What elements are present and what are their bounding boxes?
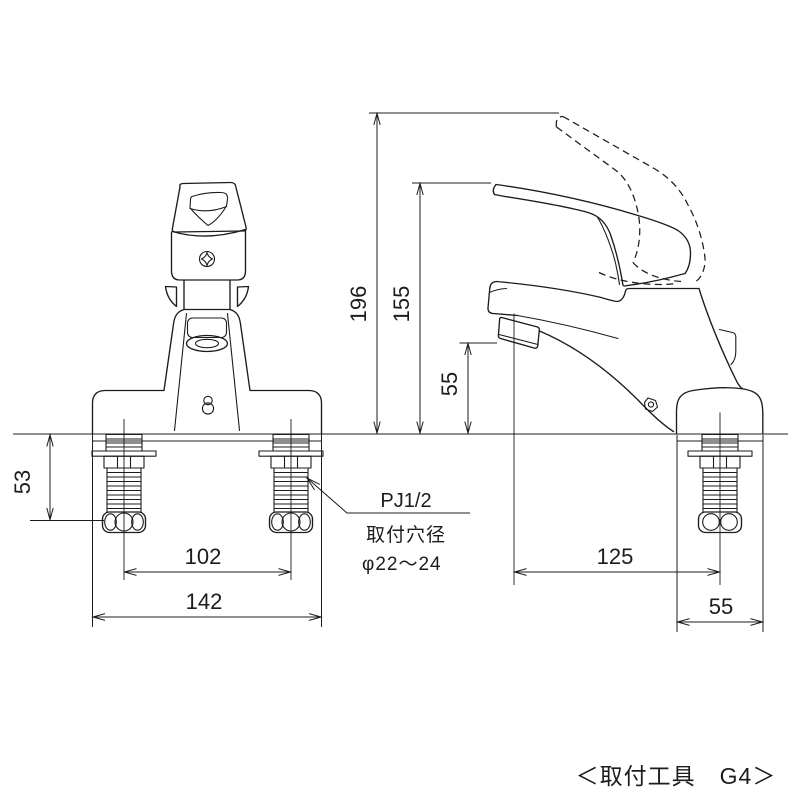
- side-body: [487, 280, 744, 433]
- side-lever-raised-dashed: [555, 115, 706, 286]
- dim-label-overall-width: 142: [186, 589, 223, 614]
- dim-shank-pitch: 102: [122, 544, 293, 576]
- dim-label-spout-reach: 125: [597, 544, 634, 569]
- side-rear-tab: [718, 328, 737, 366]
- tool-note: ＜取付工具 G4＞: [576, 763, 777, 789]
- dim-under-counter: 53: [10, 432, 104, 522]
- front-shank-right: [258, 419, 324, 580]
- thread-annotation: PJ1/2 取付穴径 φ22～24: [305, 476, 470, 575]
- dim-label-base-depth: 55: [709, 594, 733, 619]
- side-view-faucet: [487, 115, 764, 585]
- side-shank: [687, 412, 753, 585]
- front-base: [91, 389, 323, 442]
- front-lever-handle: [171, 181, 247, 237]
- dim-base-depth: 55: [675, 435, 765, 632]
- front-aerator-outer: [185, 334, 229, 353]
- front-aerator-inner: [194, 338, 220, 349]
- dim-label-under-counter: 53: [10, 470, 35, 494]
- front-base-button-icon: [203, 395, 213, 406]
- front-body: [163, 308, 251, 432]
- dim-spout-height: 55: [437, 341, 497, 435]
- dim-lever-height: 155: [389, 181, 491, 435]
- mounting-hole-range: φ22～24: [362, 554, 442, 575]
- dim-overall-width: 142: [91, 434, 323, 627]
- front-spout-recess: [186, 317, 228, 339]
- dim-spout-reach: 125: [512, 544, 722, 576]
- front-neck: [164, 279, 250, 311]
- side-lever-handle: [492, 183, 692, 287]
- dim-overall-height: 196: [346, 111, 559, 435]
- dim-label-shank-pitch: 102: [185, 544, 222, 569]
- mounting-hole-title: 取付穴径: [366, 524, 446, 546]
- dim-label-spout-height: 55: [437, 372, 462, 396]
- front-shank-left: [91, 419, 157, 580]
- thread-spec-label: PJ1/2: [380, 490, 431, 512]
- front-view-faucet: [91, 181, 324, 580]
- front-bonnet: [170, 229, 247, 281]
- dim-label-overall-height: 196: [346, 286, 371, 323]
- dim-label-lever-height: 155: [389, 286, 414, 323]
- side-aerator: [497, 316, 540, 349]
- front-logo-icon: [198, 250, 216, 268]
- side-base-button-icon: [643, 397, 659, 413]
